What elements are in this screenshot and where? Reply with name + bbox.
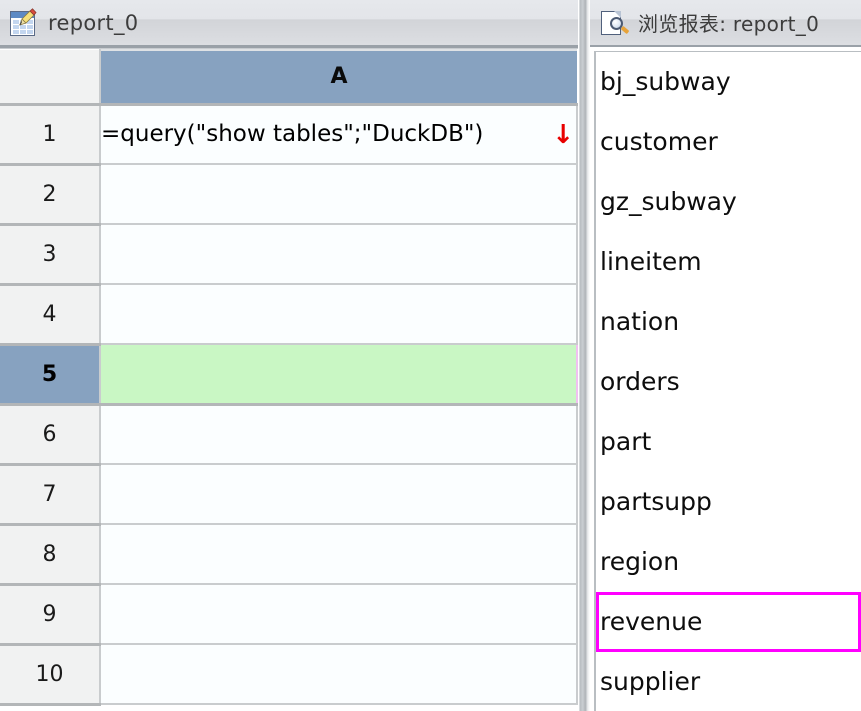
table-row: 2 [0, 164, 578, 226]
editor-title: report_0 [48, 10, 139, 35]
list-item[interactable]: customer [596, 112, 861, 172]
panel-splitter[interactable] [578, 0, 590, 711]
list-item[interactable]: part [596, 412, 861, 472]
row-header-8[interactable]: 8 [0, 524, 101, 586]
list-item-selected[interactable]: revenue [596, 592, 861, 652]
table-row: 7 [0, 464, 578, 526]
report-preview-panel: 浏览报表: report_0 bj_subway customer gz_sub… [590, 0, 861, 711]
table-row: 8 [0, 524, 578, 586]
row-header-4[interactable]: 4 [0, 284, 101, 346]
cell-a3[interactable] [99, 224, 578, 285]
spreadsheet-grid[interactable]: A 1 =query("show tables";"DuckDB") ↓ 2 [0, 49, 578, 711]
table-row: 5 [0, 343, 578, 406]
cell-a5[interactable] [99, 343, 578, 406]
row-header-5[interactable]: 5 [0, 344, 101, 406]
row-header-6[interactable]: 6 [0, 404, 101, 466]
grid-table: A 1 =query("show tables";"DuckDB") ↓ 2 [0, 49, 578, 706]
table-row: 4 [0, 284, 578, 346]
editor-titlebar: report_0 [0, 0, 578, 45]
list-item[interactable]: lineitem [596, 232, 861, 292]
table-row: 10 [0, 644, 578, 706]
row-header-1[interactable]: 1 [0, 104, 101, 166]
row-header-7[interactable]: 7 [0, 464, 101, 526]
spreadsheet-editor-panel: report_0 A 1 =query("show tables";"DuckD… [0, 0, 578, 711]
list-item[interactable]: supplier [596, 652, 861, 711]
select-all-corner[interactable] [0, 50, 101, 106]
cell-a1[interactable]: =query("show tables";"DuckDB") ↓ [99, 104, 578, 165]
document-magnifier-icon [598, 7, 630, 39]
list-item[interactable]: region [596, 532, 861, 592]
list-item[interactable]: orders [596, 352, 861, 412]
cell-a9[interactable] [99, 584, 578, 645]
list-item[interactable]: bj_subway [596, 52, 861, 112]
list-item[interactable]: nation [596, 292, 861, 352]
table-row: 6 [0, 404, 578, 466]
column-header-a[interactable]: A [99, 49, 577, 106]
list-item[interactable]: gz_subway [596, 172, 861, 232]
preview-titlebar: 浏览报表: report_0 [590, 0, 861, 45]
cell-a1-text: =query("show tables";"DuckDB") [101, 121, 484, 148]
grid-header-row: A [0, 49, 577, 106]
row-header-2[interactable]: 2 [0, 164, 101, 226]
cell-a7[interactable] [99, 464, 578, 525]
pencil-icon [19, 7, 37, 26]
table-row: 3 [0, 224, 578, 286]
table-row: 1 =query("show tables";"DuckDB") ↓ [0, 104, 578, 166]
editor-titlebar-divider [0, 45, 578, 49]
list-item[interactable]: partsupp [596, 472, 861, 532]
cell-a8[interactable] [99, 524, 578, 585]
row-header-10[interactable]: 10 [0, 644, 101, 706]
table-list-container[interactable]: bj_subway customer gz_subway lineitem na… [590, 45, 861, 711]
cell-a2[interactable] [99, 164, 578, 225]
table-row: 9 [0, 584, 578, 646]
cell-a6[interactable] [99, 404, 578, 465]
cell-a4[interactable] [99, 284, 578, 345]
overflow-down-arrow-icon: ↓ [552, 120, 574, 151]
preview-title: 浏览报表: report_0 [638, 12, 820, 36]
cell-a10[interactable] [99, 644, 578, 705]
spreadsheet-edit-icon [8, 7, 40, 39]
row-header-3[interactable]: 3 [0, 224, 101, 286]
table-list: bj_subway customer gz_subway lineitem na… [594, 51, 861, 711]
row-header-9[interactable]: 9 [0, 584, 101, 646]
